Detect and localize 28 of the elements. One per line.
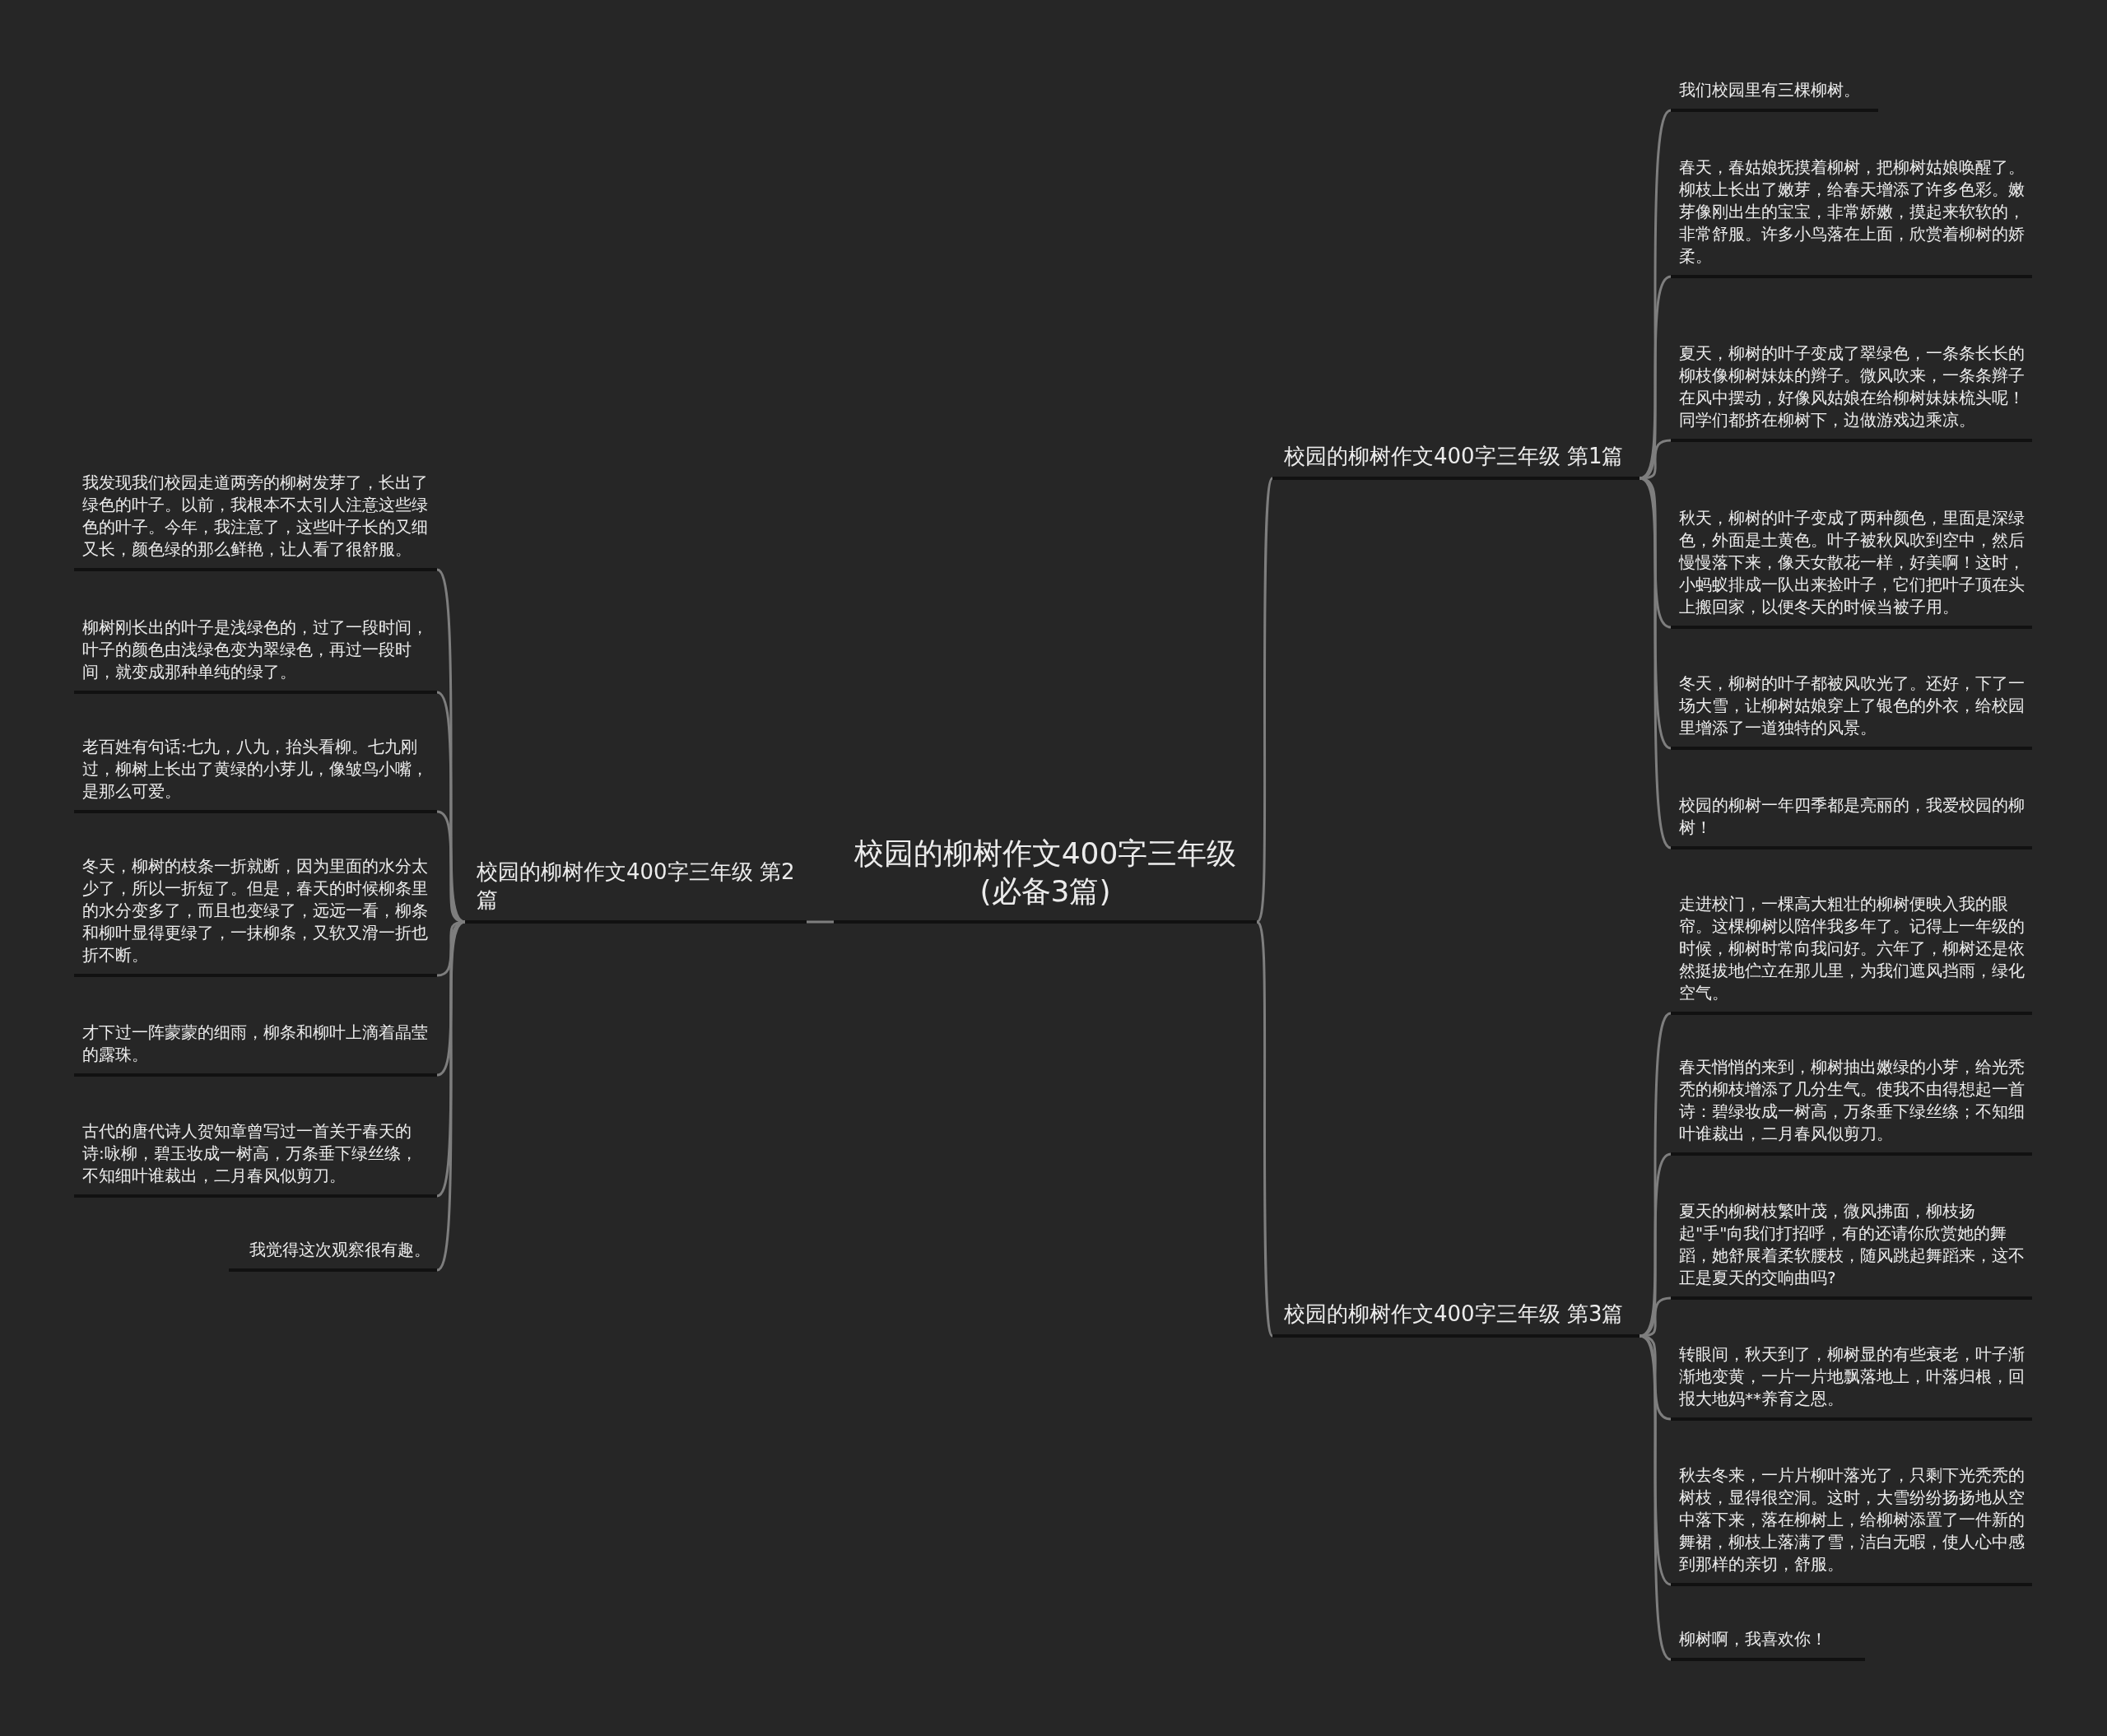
note-text: 春天，春姑娘抚摸着柳树，把柳树姑娘唤醒了。柳枝上长出了嫩芽，给春天增添了许多色彩。嫩芽像刚出生的宝宝，非常娇嫩，摸起来软软的，非常舒服。许多小鸟落在上面，欣赏着柳树的娇柔。 <box>1671 148 2032 278</box>
note-text: 夏天，柳树的叶子变成了翠绿色，一条条长长的柳枝像柳树妹妹的辫子。微风吹来，一条条辫子在风中摆动，好像风姑娘在给柳树妹妹梳头呢！同学们都挤在柳树下，边做游戏边乘凉。 <box>1671 313 2032 442</box>
connector-line <box>807 920 834 924</box>
note-text: 老百姓有句话:七九，八九，抬头看柳。七九刚过，柳树上长出了黄绿的小芽儿，像皱鸟小嘴，是那么可爱。 <box>74 728 437 813</box>
branch-topic: 校园的柳树作文400字三年级 第2篇 <box>465 841 807 924</box>
note-text: 冬天，柳树的枝条一折就断，因为里面的水分太少了，所以一折短了。但是，春天的时候柳条里的水分变多了，而且也变绿了，远远一看，柳条和柳叶显得更绿了，一抹柳条，又软又滑一折也折不断。 <box>74 849 437 977</box>
note-text: 我发现我们校园走道两旁的柳树发芽了，长出了绿色的叶子。以前，我根本不太引人注意这些绿色的叶子。今年，我注意了，这些叶子长的又细又长，颜色绿的那么鲜艳，让人看了很舒服。 <box>74 444 437 571</box>
note-text: 才下过一阵蒙蒙的细雨，柳条和柳叶上滴着晶莹的露珠。 <box>74 1015 437 1077</box>
note-text: 柳树刚长出的叶子是浅绿色的，过了一段时间，叶子的颜色由浅绿色变为翠绿色，再过一段时间，就变成那种单纯的绿了。 <box>74 607 437 694</box>
note-text: 柳树啊，我喜欢你！ <box>1671 1623 1865 1661</box>
note-text: 校园的柳树一年四季都是亮丽的，我爱校园的柳树！ <box>1671 789 2032 849</box>
note-text: 古代的唐代诗人贺知章曾写过一首关于春天的诗:咏柳，碧玉妆成一树高，万条垂下绿丝绦，不知细叶谁裁出，二月春风似剪刀。 <box>74 1115 437 1198</box>
note-text: 春天悄悄的来到，柳树抽出嫩绿的小芽，给光秃秃的柳枝增添了几分生气。使我不由得想起一首诗：碧绿妆成一树高，万条垂下绿丝绦；不知细叶谁裁出，二月春风似剪刀。 <box>1671 1051 2032 1156</box>
note-text: 我们校园里有三棵柳树。 <box>1671 76 1878 112</box>
central-topic: 校园的柳树作文400字三年级(必备3篇) <box>834 790 1257 924</box>
branch-topic: 校园的柳树作文400字三年级 第3篇 <box>1272 1255 1640 1338</box>
note-text: 冬天，柳树的叶子都被风吹光了。还好，下了一场大雪，让柳树姑娘穿上了银色的外衣，给校园里增添了一道独特的风景。 <box>1671 665 2032 750</box>
note-text: 走进校门，一棵高大粗壮的柳树便映入我的眼帘。这棵柳树以陪伴我多年了。记得上一年级的时候，柳树时常向我问好。六年了，柳树还是依然挺拔地伫立在那儿里，为我们遮风挡雨，绿化空气。 <box>1671 886 2032 1015</box>
connector-line <box>1255 477 1274 923</box>
note-text: 我觉得这次观察很有趣。 <box>229 1235 437 1272</box>
note-text: 秋天，柳树的叶子变成了两种颜色，里面是深绿色，外面是土黄色。叶子被秋风吹到空中，然后慢慢落下来，像天女散花一样，好美啊！这时，小蚂蚁排成一队出来捡叶子，它们把叶子顶在头上搬回家，以便冬天的时候当被子用。 <box>1671 477 2032 629</box>
connector-line <box>1639 477 1672 849</box>
note-text: 转眼间，秋天到了，柳树显的有些衰老，叶子渐渐地变黄，一片一片地飘落地上，叶落归根，回报大地妈**养育之恩。 <box>1671 1335 2032 1421</box>
branch-topic: 校园的柳树作文400字三年级 第1篇 <box>1272 403 1640 480</box>
note-text: 秋去冬来，一片片柳叶落光了，只剩下光秃秃的树枝，显得很空洞。这时，大雪纷纷扬扬地从空中落下来，落在柳树上，给柳树添置了一件新的舞裙，柳枝上落满了雪，洁白无暇，使人心中感到那样的亲切，舒服。 <box>1671 1457 2032 1586</box>
connector-line <box>1639 1296 1672 1338</box>
note-text: 夏天的柳树枝繁叶茂，微风拂面，柳枝扬起"手"向我们打招呼，有的还请你欣赏她的舞蹈，她舒展着柔软腰枝，随风跳起舞蹈来，这不正是夏天的交响曲吗? <box>1671 1192 2032 1300</box>
connector-line <box>1255 920 1274 1337</box>
